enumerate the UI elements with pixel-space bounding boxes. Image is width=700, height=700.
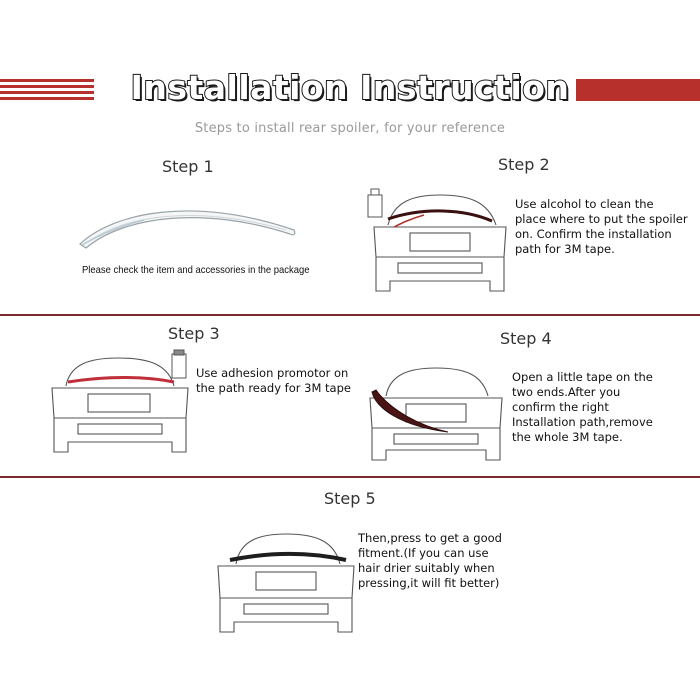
step-2-line-1: Use alcohol to clean the — [515, 197, 654, 211]
step-3-description: Use adhesion promotor on the path ready … — [196, 366, 351, 396]
step-4-line-5: the whole 3M tape. — [512, 430, 623, 444]
step-2-label: Step 2 — [498, 155, 550, 174]
divider-1 — [0, 314, 700, 316]
step-4-line-4: Installation path,remove — [512, 415, 653, 429]
car-rear-cleaning-image — [367, 188, 507, 292]
step-1-label: Step 1 — [162, 157, 214, 176]
alcohol-bottle-icon — [367, 188, 383, 218]
car-rear-fitment-image — [217, 533, 355, 633]
step-2-line-3: on. Confirm the installation — [515, 227, 672, 241]
step-4-line-2: two ends.After you — [512, 385, 621, 399]
step-4-label: Step 4 — [500, 329, 552, 348]
spoiler-image — [79, 210, 296, 249]
step-5-line-2: fitment.(If you can use — [358, 546, 489, 560]
step-4-line-3: confirm the right — [512, 400, 609, 414]
step-5-description: Then,press to get a good fitment.(If you… — [358, 531, 502, 591]
header-bar-right — [576, 79, 700, 101]
step-1-description: Please check the item and accessories in… — [82, 264, 310, 276]
step-3-line-1: Use adhesion promotor on — [196, 366, 349, 380]
step-5-label: Step 5 — [324, 489, 376, 508]
step-2-line-4: path for 3M tape. — [515, 242, 615, 256]
step-3-label: Step 3 — [168, 324, 220, 343]
step-4-description: Open a little tape on the two ends.After… — [512, 370, 653, 445]
step-5-line-4: pressing,it will fit better) — [358, 576, 500, 590]
step-2-line-2: place where to put the spoiler — [515, 212, 688, 226]
page-subtitle: Steps to install rear spoiler, for your … — [194, 121, 506, 136]
step-3-line-2: the path ready for 3M tape — [196, 381, 351, 395]
step-5-line-1: Then,press to get a good — [358, 531, 502, 545]
step-4-line-1: Open a little tape on the — [512, 370, 653, 384]
header-stripe-left — [0, 79, 94, 103]
step-5-line-3: hair drier suitably when — [358, 561, 495, 575]
divider-2 — [0, 476, 700, 478]
step-2-description: Use alcohol to clean the place where to … — [515, 197, 688, 257]
car-rear-tape-image — [369, 367, 503, 461]
promoter-bottle-icon — [171, 349, 187, 379]
car-rear-promoter-image — [51, 349, 189, 453]
page-title: Installation Instruction — [130, 67, 570, 108]
